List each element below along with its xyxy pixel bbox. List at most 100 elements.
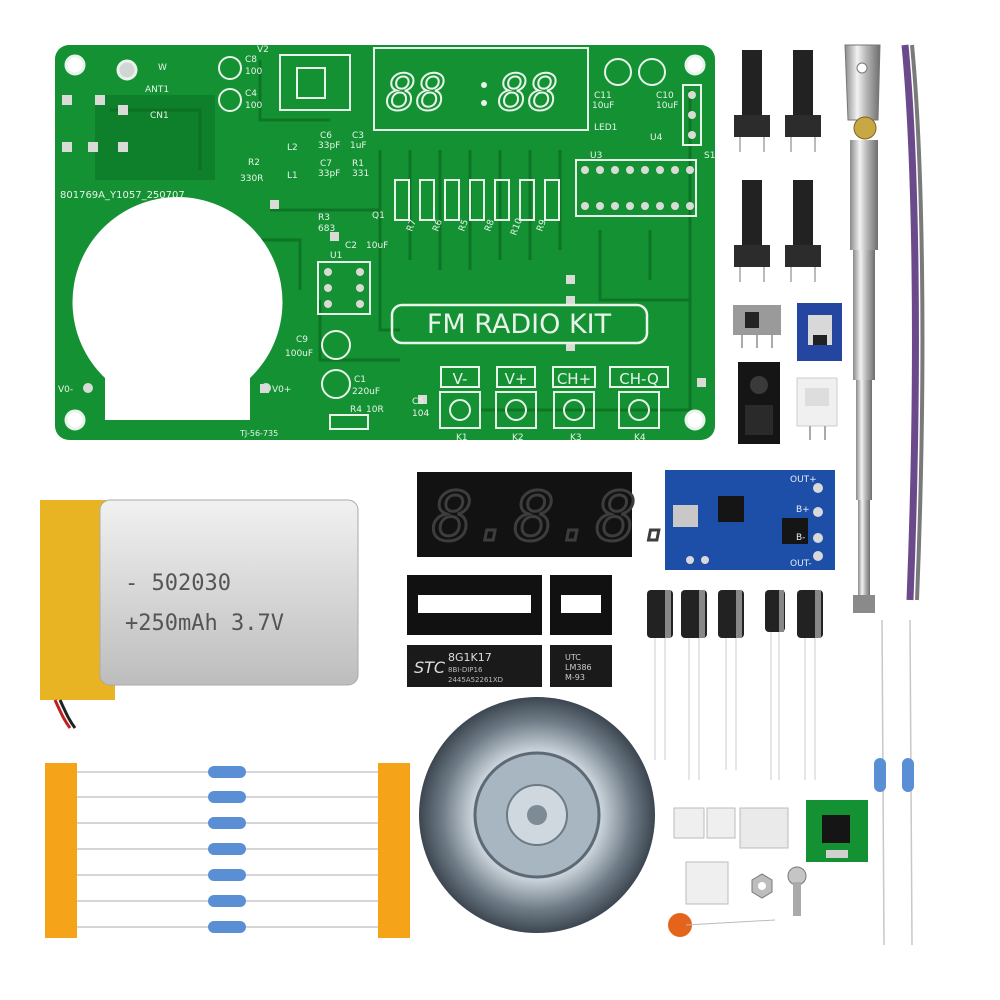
key-label-volume-up: V+ [505,370,528,388]
charger-label-b-plus: B+ [796,505,810,515]
key-label-channel-seek: CH-Q [619,370,659,388]
silk-v2: V2 [257,45,269,55]
ceramic-capacitor [668,913,776,937]
fm-radio-module [806,800,868,862]
key-id-k3: K3 [570,433,582,443]
telescopic-antenna [844,44,881,613]
silk-r5: R5 [457,218,470,233]
screw-and-nut [751,866,807,916]
silk-r3: R3 [318,213,330,223]
silk-cn1: CN1 [150,111,169,121]
silk-w: W [158,63,167,73]
silk-u3: U3 [590,151,602,161]
silk-vplus: V0+ [272,385,291,395]
silk-l1: L1 [287,171,298,181]
key-id-k4: K4 [634,433,646,443]
voltage-regulator-module [797,303,842,361]
key-id-k2: K2 [512,433,524,443]
silk-l2: L2 [287,143,298,153]
electrolytic-capacitors [647,590,823,780]
charger-module: OUT+ B+ B- OUT- [665,470,835,570]
amp-chip-brand: UTC [565,653,581,662]
ic-socket-16pin [407,575,542,635]
svg-text:88: 88 [498,64,558,122]
silk-r4-value: 10R [366,405,384,415]
silk-r4: R4 [350,405,362,415]
mcu-chip-lot: 2445A52261XD [448,676,503,684]
silk-c1: C1 [354,375,366,385]
pcb-title: FM RADIO KIT [427,309,612,340]
resistor [208,766,246,778]
silk-r2-value: 330R [240,174,263,184]
tactile-button [785,50,821,152]
silk-u1: U1 [330,251,342,261]
lipo-battery: - 502030 +250mAh 3.7V [40,499,359,729]
silk-c8-value: 100 [245,67,262,77]
silk-c8: C8 [245,55,257,65]
pcb-key-group: V- K1 V+ K2 CH+ K3 CH-Q [439,366,669,443]
mcu-chip: STC 8G1K17 8BI-DIP16 2445A52261XD [407,645,542,687]
silk-c4: C4 [245,89,257,99]
mcu-chip-package: 8BI-DIP16 [448,666,483,674]
silk-vminus: V0- [58,385,73,395]
small-connectors [673,807,789,905]
tactile-button [785,180,821,282]
ic-socket-8pin [550,575,612,635]
speaker [419,697,655,933]
resistor-tape [45,763,410,938]
key-id-k1: K1 [456,433,468,443]
slide-switch [733,305,781,348]
silk-c11: C11 [594,91,612,101]
resistor [208,869,246,881]
battery-label-line1: - 502030 [125,571,231,596]
silk-c10: C10 [656,91,674,101]
capacitor [797,590,823,780]
silk-c3: C3 [352,131,364,141]
resistor [208,791,246,803]
mount-hole [684,54,706,76]
charger-label-out-plus: OUT+ [790,475,817,485]
silk-r7: R7 [405,218,418,233]
battery-label-line2: +250mAh 3.7V [125,611,284,636]
silk-r8: R8 [483,218,497,233]
svg-text:88: 88 [386,64,446,122]
silk-board-id: 801769A_Y1057_250707 [60,190,185,201]
loose-resistors [874,758,914,792]
silk-c1-value: 220uF [352,387,380,397]
capacitor [765,590,785,780]
amp-chip-code: M-93 [565,673,585,682]
charger-label-out-minus: OUT- [790,559,812,569]
capacitor [718,590,744,770]
capacitor [647,590,673,760]
amp-chip-model: LM386 [565,663,592,672]
silk-r1: R1 [352,159,364,169]
mount-hole [64,409,86,431]
speaker-cutout [72,197,283,420]
charger-label-b-minus: B- [796,533,805,543]
silk-c5: C5 [412,397,424,407]
silk-footer-code: TJ-56-735 [239,429,278,438]
silk-q1: Q1 [372,211,385,221]
battery-connector [796,377,838,440]
antenna-wire [901,44,925,601]
silk-r3-value: 683 [318,224,335,234]
silk-c6-value: 33pF [318,141,340,151]
silk-s1: S1 [704,151,715,161]
silk-c5-value: 104 [412,409,429,419]
silk-c4-value: 100 [245,101,262,111]
resistor [208,843,246,855]
silk-c7-value: 33pF [318,169,340,179]
mcu-chip-model: 8G1K17 [448,651,492,664]
silk-c6: C6 [320,131,332,141]
silk-c10-value: 10uF [656,101,678,111]
mount-hole [64,54,86,76]
silk-r9: R9 [535,218,549,233]
tactile-button [734,180,770,282]
tactile-buttons [734,50,821,282]
resistor [208,895,246,907]
silk-r1-value: 331 [352,169,369,179]
silk-c9-value: 100uF [285,349,313,359]
pcb-board: 88 88 [55,45,715,443]
mount-hole [684,409,706,431]
tactile-button [734,50,770,152]
